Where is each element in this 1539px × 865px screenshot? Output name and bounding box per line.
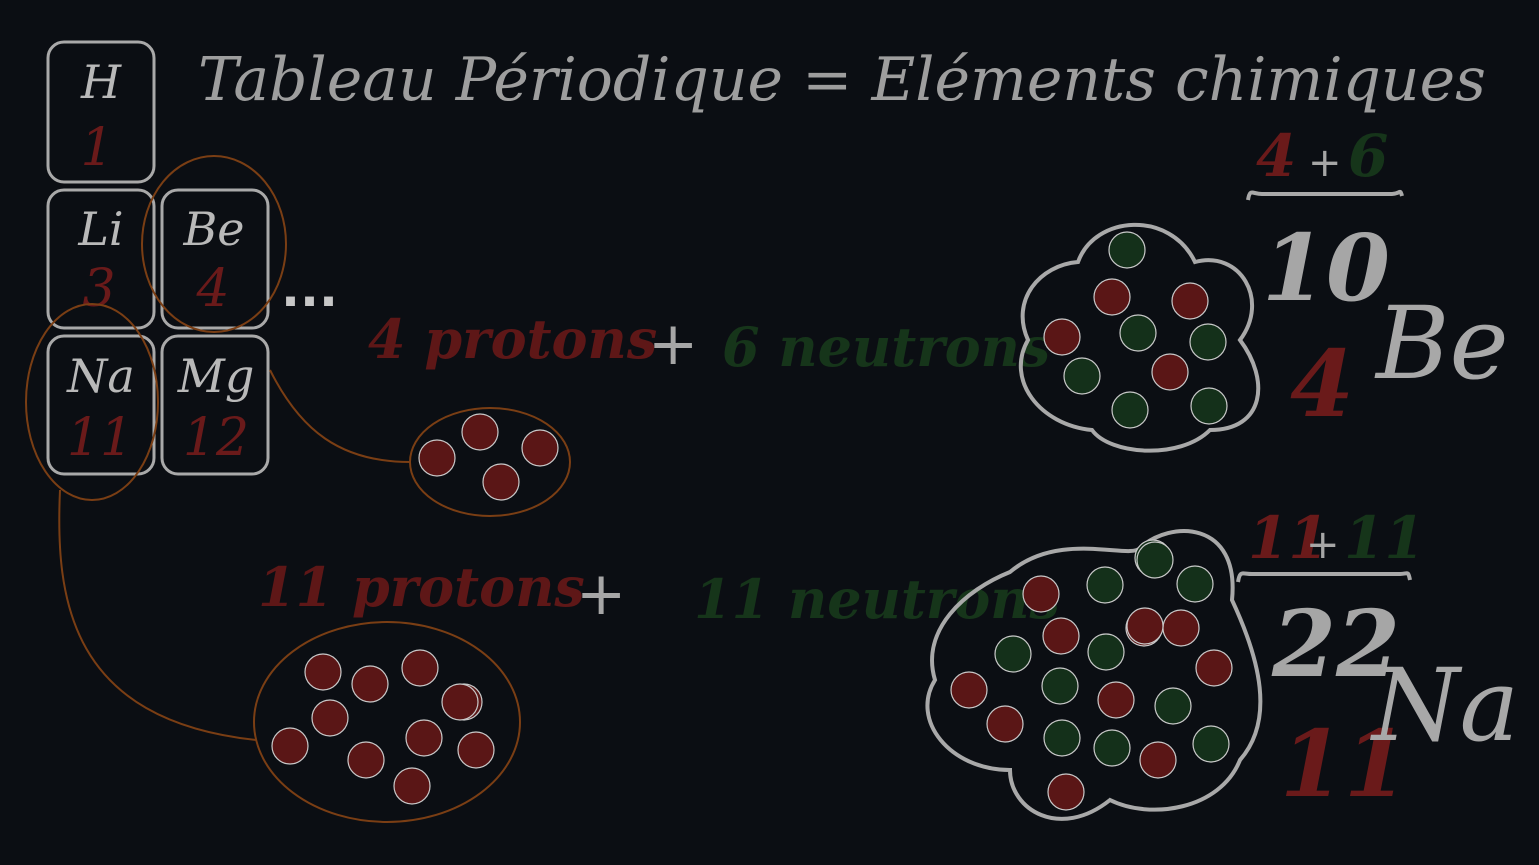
na-sum-neutrons: 11 xyxy=(1344,504,1425,572)
na-proton-group xyxy=(253,621,521,823)
be-connector-line xyxy=(269,369,411,463)
element-card-na: Na 11 xyxy=(46,334,156,476)
neutron-particle xyxy=(1041,667,1079,705)
proton-particle xyxy=(393,767,431,805)
proton-particle xyxy=(521,429,559,467)
neutron-particle xyxy=(1093,729,1131,767)
be-nucleus-particles xyxy=(1043,231,1228,429)
element-number: 3 xyxy=(82,259,115,319)
be-nucleus-outline xyxy=(1018,222,1261,453)
na-protons-label: 11 protons xyxy=(258,555,585,619)
proton-particle xyxy=(986,705,1024,743)
proton-particle xyxy=(1139,741,1177,779)
be-plus-sign: + xyxy=(648,309,698,379)
na-sum-plus: + xyxy=(1306,522,1340,568)
proton-particle xyxy=(1195,649,1233,687)
more-elements-ellipsis: ... xyxy=(281,260,338,318)
neutron-particle xyxy=(1086,566,1124,604)
na-atomic-number: 11 xyxy=(1280,710,1408,818)
neutron-particle xyxy=(1087,633,1125,671)
be-sum-protons: 4 xyxy=(1256,122,1296,190)
be-underbrace xyxy=(1246,189,1404,201)
proton-particle xyxy=(418,439,456,477)
element-number: 12 xyxy=(183,408,249,468)
element-symbol: Li xyxy=(77,202,123,256)
neutron-particle xyxy=(1119,314,1157,352)
proton-particle xyxy=(405,719,443,757)
proton-particle xyxy=(950,671,988,709)
na-proton-cluster xyxy=(271,649,495,805)
neutron-particle xyxy=(1192,725,1230,763)
be-sum-plus: + xyxy=(1308,140,1342,186)
neutron-particle xyxy=(1154,687,1192,725)
element-symbol: Be xyxy=(182,202,244,256)
proton-particle xyxy=(1047,773,1085,811)
neutron-particle xyxy=(1190,387,1228,425)
proton-particle xyxy=(1097,681,1135,719)
proton-particle xyxy=(304,653,342,691)
proton-particle xyxy=(457,731,495,769)
be-sum-neutrons: 6 xyxy=(1348,122,1388,190)
proton-particle xyxy=(1162,609,1200,647)
na-connector-line xyxy=(58,489,257,741)
be-symbol: Be xyxy=(1374,285,1509,402)
proton-particle xyxy=(347,741,385,779)
na-underbrace xyxy=(1236,571,1412,583)
proton-particle xyxy=(1126,607,1164,645)
element-number: 11 xyxy=(67,408,133,468)
element-card-h: H 1 xyxy=(46,40,156,184)
be-protons-label: 4 protons xyxy=(368,307,657,371)
proton-particle xyxy=(1042,617,1080,655)
be-atomic-number: 4 xyxy=(1290,330,1354,438)
be-mass-number: 10 xyxy=(1262,214,1390,322)
element-number: 1 xyxy=(80,118,113,178)
element-card-be: Be 4 xyxy=(160,188,270,330)
na-neutrons-label: 11 neutrons xyxy=(694,567,1060,631)
na-nucleus-outline xyxy=(925,529,1263,821)
proton-particle xyxy=(461,413,499,451)
neutron-particle xyxy=(994,635,1032,673)
na-symbol: Na xyxy=(1370,647,1519,764)
na-sum-protons: 11 xyxy=(1248,504,1329,572)
proton-particle xyxy=(441,683,479,721)
na-highlight-ring xyxy=(25,303,159,501)
neutron-particle xyxy=(1176,565,1214,603)
neutron-particle xyxy=(1108,231,1146,269)
na-nucleus-particles xyxy=(950,539,1233,811)
proton-particle xyxy=(1171,282,1209,320)
page-title: Tableau Périodique = Eléments chimiques xyxy=(198,45,1486,115)
be-neutrons-label: 6 neutrons xyxy=(722,315,1050,379)
element-symbol: Na xyxy=(66,349,135,403)
neutron-particle xyxy=(1111,391,1149,429)
element-number: 4 xyxy=(195,259,229,319)
proton-particle xyxy=(1151,353,1189,391)
element-card-li: Li 3 xyxy=(46,188,156,330)
neutron-particle xyxy=(1189,323,1227,361)
element-symbol: Mg xyxy=(177,349,255,403)
proton-particle xyxy=(1093,278,1131,316)
proton-particle xyxy=(482,463,520,501)
element-card-mg: Mg 12 xyxy=(160,334,270,476)
proton-particle xyxy=(271,727,309,765)
proton-particle xyxy=(311,699,349,737)
be-highlight-ring xyxy=(141,155,287,333)
be-proton-group xyxy=(409,407,571,517)
neutron-particle xyxy=(1043,719,1081,757)
proton-particle xyxy=(1022,575,1060,613)
neutron-particle xyxy=(1136,541,1174,579)
proton-particle xyxy=(351,665,389,703)
element-symbol: H xyxy=(80,55,122,109)
na-mass-number: 22 xyxy=(1271,590,1400,698)
proton-particle xyxy=(1043,318,1081,356)
be-proton-cluster xyxy=(418,413,559,501)
neutron-particle xyxy=(1063,357,1101,395)
proton-particle xyxy=(401,649,439,687)
na-plus-sign: + xyxy=(576,559,626,629)
